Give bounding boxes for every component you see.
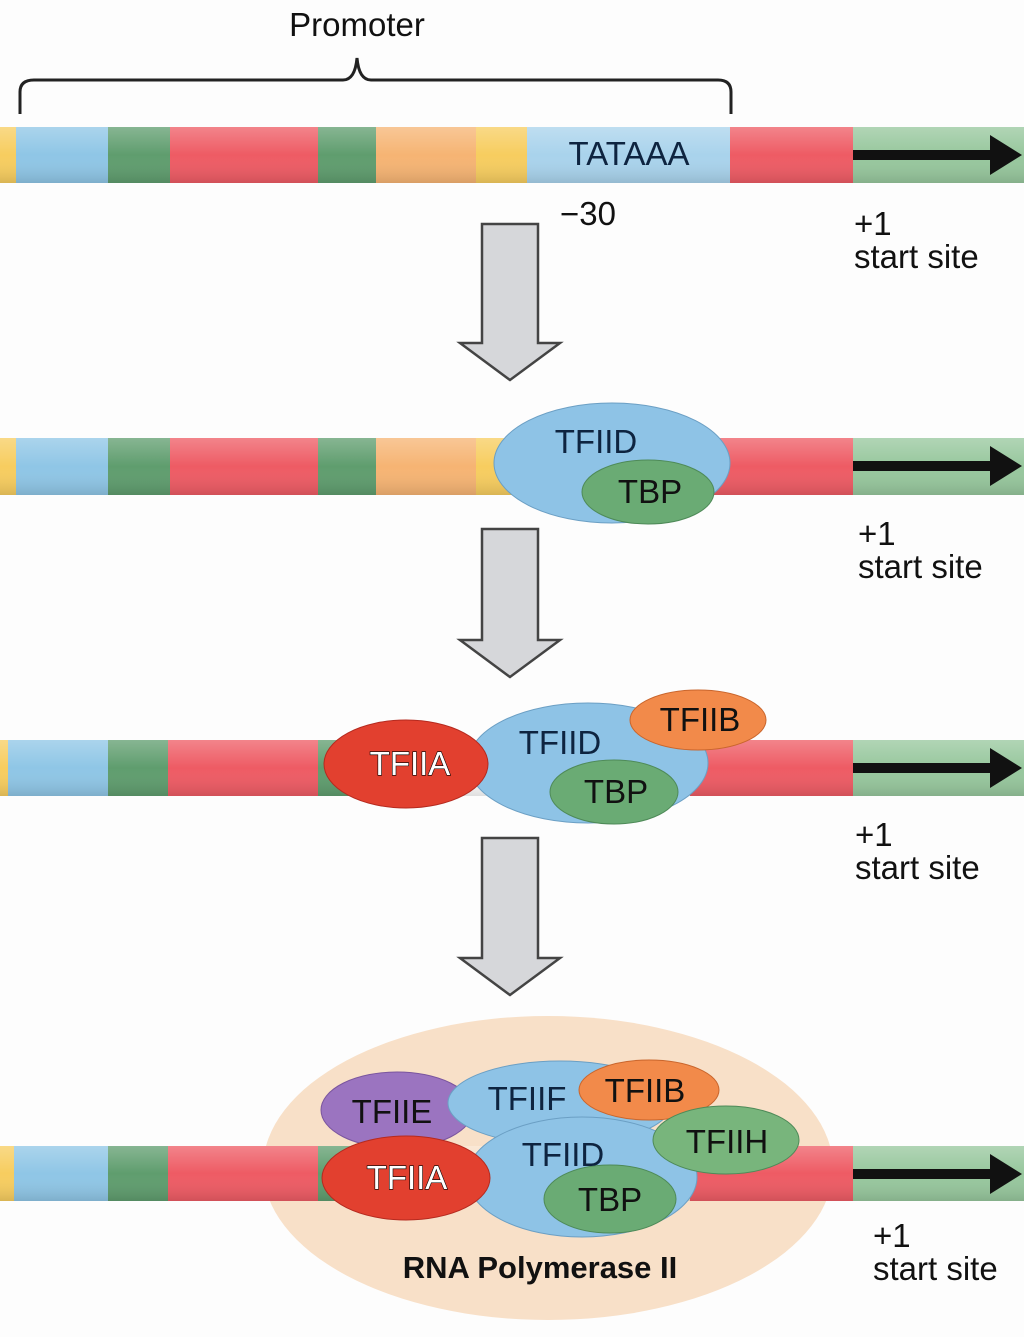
tfiid-label: TFIID — [522, 1136, 604, 1173]
start-plus-2: +1 — [858, 515, 896, 552]
tfiib-protein — [629, 689, 767, 751]
tfiih-label: TFIIH — [686, 1123, 768, 1160]
tbp-label: TBP — [584, 773, 648, 810]
tfiia-label: TFIIA — [370, 745, 451, 782]
tfiih-protein — [652, 1105, 800, 1175]
tfiid-label: TFIID — [519, 724, 601, 761]
dna-strand-1 — [0, 127, 1024, 183]
transcription-arrow-icon — [853, 748, 1022, 788]
transcription-arrow-icon — [853, 1154, 1022, 1194]
promoter-bracket — [18, 57, 733, 114]
down-arrow-icon — [456, 836, 564, 997]
start-plus-4: +1 — [873, 1217, 911, 1254]
start-site-2: start site — [858, 548, 983, 585]
start-site-1: start site — [854, 238, 979, 275]
start-site-4: start site — [873, 1250, 998, 1287]
transcription-arrow-icon — [853, 446, 1022, 486]
tfiif-label: TFIIF — [488, 1080, 567, 1117]
transcription-arrow-icon — [853, 135, 1022, 175]
position-label: −30 — [560, 195, 616, 232]
down-arrow-icon — [456, 222, 564, 382]
tfiid-label: TFIID — [555, 423, 637, 460]
rna-polymerase-label: RNA Polymerase II — [403, 1250, 678, 1285]
start-plus-3: +1 — [855, 816, 893, 853]
down-arrow-icon — [456, 527, 564, 679]
start-plus-1: +1 — [854, 205, 892, 242]
tbp-protein — [581, 459, 715, 525]
tata-label: TATAAA — [568, 135, 689, 172]
tfiia-label: TFIIA — [367, 1159, 448, 1196]
tfiib-label: TFIIB — [605, 1072, 686, 1109]
tfiib-label: TFIIB — [660, 701, 741, 738]
tfiib-protein — [578, 1059, 720, 1121]
tbp-protein — [543, 1164, 677, 1234]
tbp-label: TBP — [578, 1181, 642, 1218]
tfiia-protein — [321, 1135, 491, 1221]
tfiia-protein — [323, 719, 489, 809]
start-site-3: start site — [855, 849, 980, 886]
tbp-protein — [549, 759, 679, 825]
promoter-label: Promoter — [289, 6, 425, 43]
tfiie-label: TFIIE — [352, 1093, 433, 1130]
tbp-label: TBP — [618, 473, 682, 510]
